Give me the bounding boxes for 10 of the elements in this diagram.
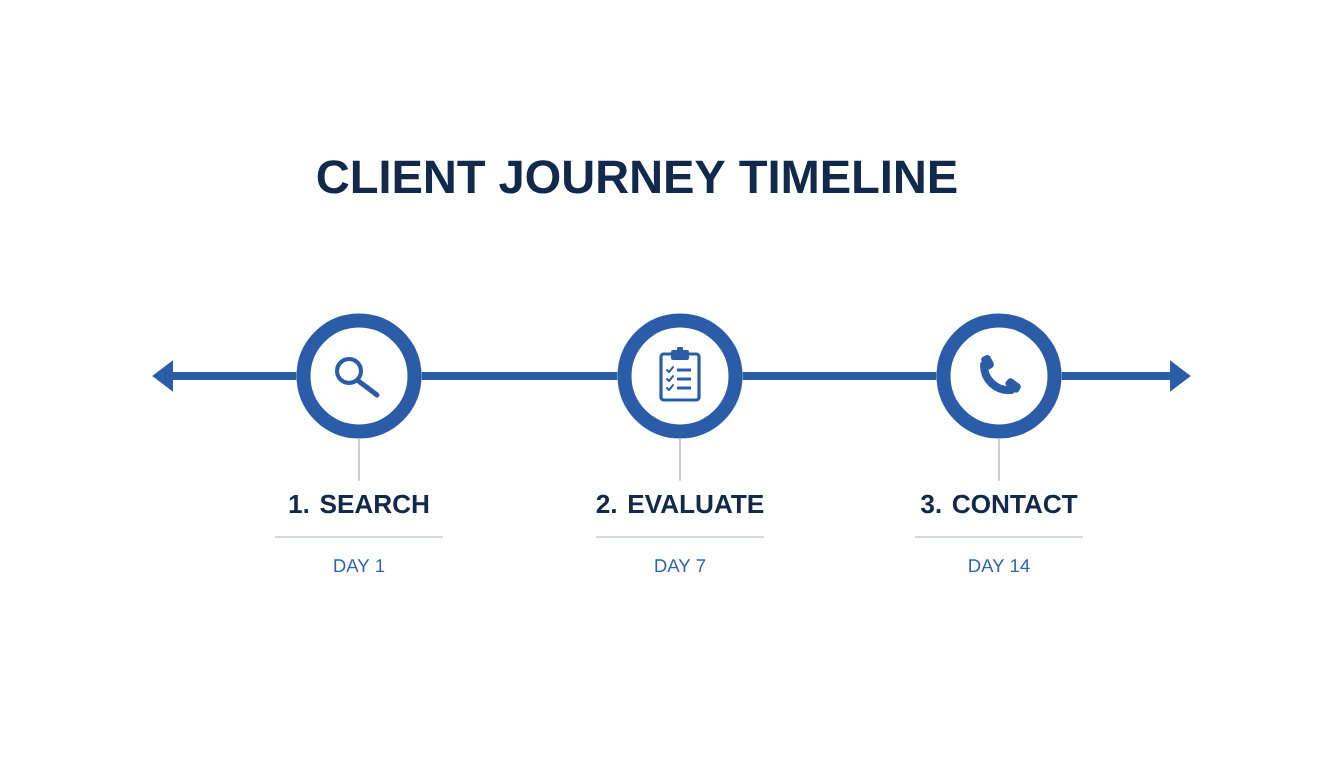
- day-label: DAY 7: [655, 559, 706, 572]
- leader-line: [998, 437, 1000, 482]
- step-title: 3. CONTACT: [921, 494, 1078, 514]
- step-title: 2. EVALUATE: [596, 494, 764, 514]
- leader-line: [358, 437, 360, 482]
- leader-line: [679, 437, 681, 482]
- day-label: DAY 1: [334, 559, 385, 572]
- title: CLIENT JOURNEY TIMELINE: [317, 160, 957, 194]
- step-title: 1. SEARCH: [289, 494, 429, 514]
- day-label: DAY 14: [969, 559, 1030, 572]
